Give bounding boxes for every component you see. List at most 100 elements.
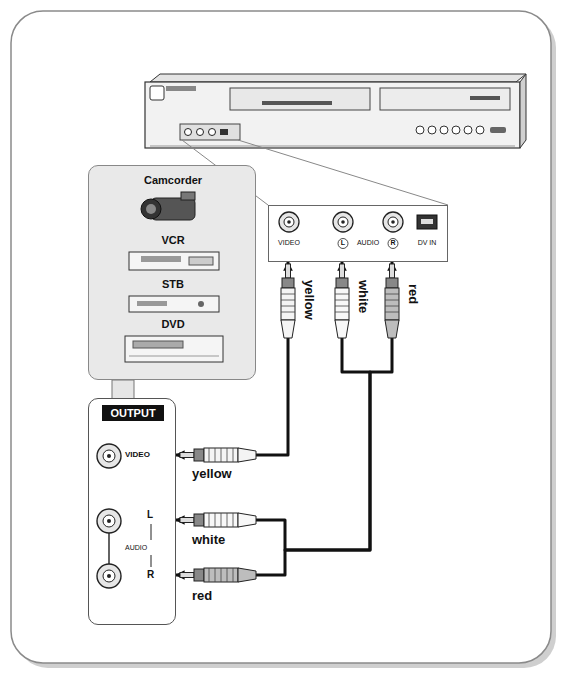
plug-boot <box>238 568 256 582</box>
plug-grip <box>233 568 234 582</box>
plug-grip <box>385 300 399 301</box>
rca-jack <box>338 217 348 227</box>
rca-plugs-output <box>180 448 256 582</box>
plug-body <box>281 288 295 320</box>
plug-boot <box>385 320 399 338</box>
shape <box>198 301 204 307</box>
jack-label: AUDIO <box>125 544 147 552</box>
plug-body <box>385 288 399 320</box>
dvd-recorder <box>145 74 526 148</box>
plug-grip <box>215 513 216 527</box>
cable-color-label: yellow <box>302 280 316 320</box>
plug-tip <box>180 573 194 578</box>
plug-body <box>204 448 238 462</box>
plug-grip <box>209 448 210 462</box>
rca-jack <box>341 220 345 224</box>
plug-grip <box>385 312 399 313</box>
plug-collar <box>386 278 398 288</box>
panel-link <box>112 380 134 400</box>
plug-collar <box>194 569 204 581</box>
plug-collar <box>282 278 294 288</box>
plug-boot <box>238 513 256 527</box>
rca-jack <box>97 564 121 588</box>
injacks-art <box>269 206 449 263</box>
dv-port <box>417 215 437 229</box>
plug-boot <box>281 320 295 338</box>
jack-label: STB <box>162 278 184 290</box>
jack-label: R <box>147 569 154 580</box>
dv-port <box>421 219 433 224</box>
frame <box>11 11 551 663</box>
jack-label: L <box>341 239 345 247</box>
jack-label: VIDEO <box>125 451 150 460</box>
plug-grip <box>233 513 234 527</box>
shape <box>129 296 219 312</box>
rca-jack <box>279 212 299 232</box>
plug-grip <box>209 568 210 582</box>
plug-grip <box>385 306 399 307</box>
shape <box>189 257 213 265</box>
plug-grip <box>281 312 295 313</box>
rca-plugs-top <box>281 264 399 338</box>
channel-ring <box>338 239 348 249</box>
plug-body <box>335 288 349 320</box>
rca-jack <box>333 212 353 232</box>
plug-body <box>204 513 238 527</box>
jack-label: L <box>147 509 153 520</box>
plug-boot <box>335 320 349 338</box>
rca-jack <box>97 509 121 533</box>
plug-tip <box>180 518 194 523</box>
plug-grip <box>335 306 349 307</box>
outjacks-art <box>89 399 177 626</box>
shape <box>141 199 161 219</box>
jack-label: AUDIO <box>357 239 379 247</box>
plug-grip <box>335 300 349 301</box>
rca-jack <box>284 217 294 227</box>
rca-jack <box>103 570 115 582</box>
front-av-input-panel: VIDEOLAUDIORDV IN <box>268 205 448 262</box>
plug-grip <box>281 294 295 295</box>
channel-ring <box>388 239 398 249</box>
plug-tip <box>340 264 345 278</box>
plug-collar <box>336 278 348 288</box>
jack-label: R <box>390 239 395 247</box>
plug-boot <box>238 448 256 462</box>
jack-label: DVD <box>161 318 184 330</box>
rca-jack <box>107 574 111 578</box>
plug-grip <box>385 294 399 295</box>
plug-tip <box>286 264 291 278</box>
leader-line <box>238 140 448 205</box>
rca-jack <box>103 450 115 462</box>
plug-grip <box>227 513 228 527</box>
bracket <box>151 524 152 540</box>
plug-collar <box>194 514 204 526</box>
bracket <box>151 555 152 567</box>
plug-grip <box>209 513 210 527</box>
cable-color-label: red <box>192 589 212 603</box>
shape <box>137 301 167 306</box>
rca-jack <box>383 212 403 232</box>
source-device-panel: CamcorderVCRSTBDVD <box>88 165 256 380</box>
rca-jack <box>107 519 111 523</box>
stb-icon <box>129 296 219 312</box>
plug-grip <box>335 294 349 295</box>
panel-heading: OUTPUT <box>102 405 163 421</box>
cable-color-label: white <box>356 280 370 313</box>
cable-color-label: white <box>192 533 225 547</box>
shape <box>146 204 156 214</box>
plug-tip <box>390 264 395 278</box>
cable-color-label: red <box>406 284 420 304</box>
plug-tip <box>180 453 194 458</box>
plug-grip <box>335 312 349 313</box>
plug-grip <box>221 513 222 527</box>
rca-jack <box>388 217 398 227</box>
shape <box>181 192 195 200</box>
output-panel: OUTPUT VIDEO L AUDIO R <box>88 398 176 625</box>
jack-label: DV IN <box>418 239 437 247</box>
shape <box>133 341 183 348</box>
plug-collar <box>194 449 204 461</box>
plug-grip <box>281 306 295 307</box>
rca-jack <box>107 454 111 458</box>
